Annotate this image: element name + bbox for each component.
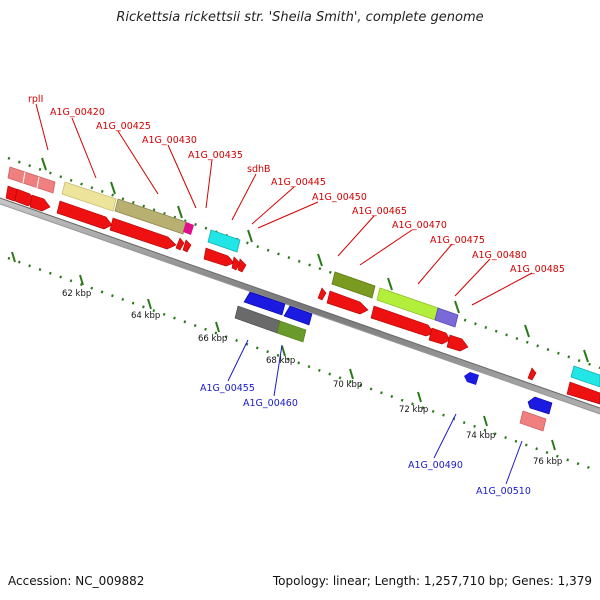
tick-label-72: 72 kbp	[399, 405, 428, 415]
top-strand-arrows	[5, 185, 600, 405]
bottom-gene-labels: A1G_00455 A1G_00460 A1G_00490 A1G_00510	[200, 383, 531, 497]
gene-label-A1G_00445: A1G_00445	[271, 177, 326, 188]
tick-label-62: 62 kbp	[62, 289, 91, 299]
tick-label-64: 64 kbp	[131, 311, 160, 321]
tick-label-66: 66 kbp	[198, 334, 227, 344]
tick-label-74: 74 kbp	[466, 431, 495, 441]
gene-label-A1G_00490: A1G_00490	[408, 460, 463, 471]
bottom-ruler: 62 kbp 64 kbp 66 kbp 68 kbp 70 kbp 72 kb…	[7, 251, 591, 470]
top-ruler	[7, 156, 600, 370]
genome-backbone	[0, 197, 600, 415]
gene-label-A1G_00430: A1G_00430	[142, 135, 197, 146]
bottom-label-connectors	[227, 339, 523, 485]
gene-label-sdhB: sdhB	[247, 164, 271, 175]
map-title: Rickettsia rickettsii str. 'Sheila Smith…	[116, 10, 484, 25]
gene-label-A1G_00435: A1G_00435	[188, 150, 243, 161]
gene-label-A1G_00465: A1G_00465	[352, 206, 407, 217]
accession-text: Accession: NC_009882	[8, 574, 145, 588]
topology-text: Topology: linear; Length: 1,257,710 bp; …	[272, 574, 592, 588]
gene-label-A1G_00460: A1G_00460	[243, 398, 298, 409]
top-label-connectors	[35, 103, 533, 306]
top-gene-labels: rplI A1G_00420 A1G_00425 A1G_00430 A1G_0…	[28, 94, 565, 275]
gene-label-A1G_00510: A1G_00510	[476, 486, 531, 497]
tick-label-68: 68 kbp	[266, 356, 295, 366]
gene-label-A1G_00425: A1G_00425	[96, 121, 151, 132]
gene-label-rplI: rplI	[28, 94, 43, 105]
top-strand-genes	[7, 166, 600, 388]
gene-label-A1G_00420: A1G_00420	[50, 107, 105, 118]
gene-label-A1G_00450: A1G_00450	[312, 192, 367, 203]
gene-label-A1G_00480: A1G_00480	[472, 250, 527, 261]
gene-label-A1G_00475: A1G_00475	[430, 235, 485, 246]
tick-label-70: 70 kbp	[333, 380, 362, 390]
bottom-strand-genes	[234, 291, 553, 432]
tick-label-76: 76 kbp	[533, 457, 562, 467]
gene-label-A1G_00455: A1G_00455	[200, 383, 255, 394]
gene-label-A1G_00485: A1G_00485	[510, 264, 565, 275]
gene-label-A1G_00470: A1G_00470	[392, 220, 447, 231]
